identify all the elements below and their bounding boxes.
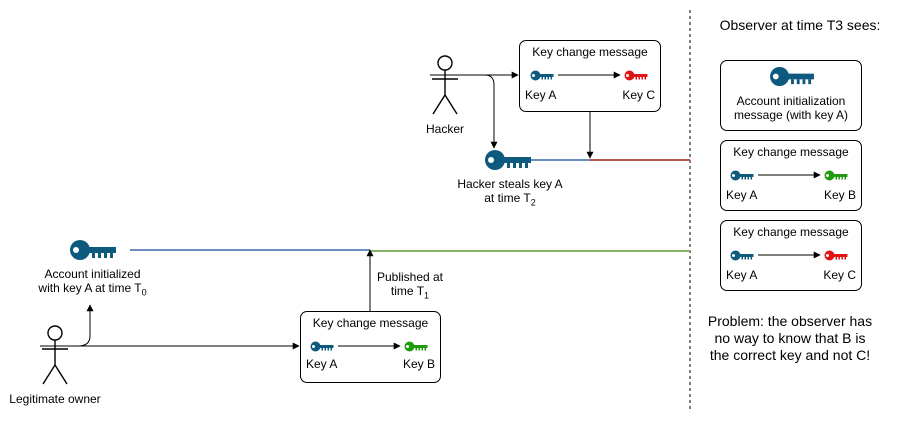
init-line2: message (with key A) (733, 108, 849, 122)
observer-init-box: Account initialization message (with key… (720, 60, 862, 131)
box-title: Key change message (733, 145, 849, 159)
hacker-steals-arrow (484, 74, 498, 149)
account-sub: 0 (141, 287, 147, 298)
key-to-label: Key C (622, 88, 655, 102)
owner-key-change-box: Key change message Key A Key B (300, 311, 441, 383)
published-label: Published at time T1 (372, 270, 448, 302)
key-from-label: Key A (525, 88, 557, 102)
published-line1: Published at (376, 270, 444, 284)
owner-box-contents (310, 341, 428, 352)
observer-msg-box-1: Key change message Key A Key B (720, 140, 862, 211)
hacker-steals-label: Hacker steals key A at time T2 (430, 177, 590, 209)
hacker-figure-icon (431, 55, 459, 115)
init-line1: Account initialization (736, 94, 846, 108)
key-from-label: Key A (726, 268, 758, 282)
hacker-key-change-box: Key change message Key A Key C (519, 40, 661, 112)
key-icon (485, 150, 531, 170)
observer-title: Observer at time T3 sees: (719, 17, 881, 33)
key-to-label: Key C (823, 268, 856, 282)
account-initialized-label: Account initialized with key A at time T… (15, 267, 170, 299)
steals-line2: at time T (484, 191, 531, 205)
observer-box2-contents (730, 250, 848, 261)
box-title: Key change message (532, 45, 648, 59)
owner-label: Legitimate owner (9, 392, 101, 406)
steals-sub: 2 (530, 197, 536, 208)
key-from-label: Key A (726, 188, 758, 202)
box-title: Key change message (733, 225, 849, 239)
steals-line1: Hacker steals key A (457, 177, 563, 191)
key-from-label: Key A (306, 357, 338, 371)
published-sub: 1 (424, 290, 430, 301)
observer-box1-contents (730, 170, 848, 181)
key-icon (70, 240, 116, 260)
problem-statement: Problem: the observer has no way to know… (707, 313, 873, 363)
account-line2: with key A at time T (38, 281, 142, 295)
hacker-label: Hacker (425, 122, 464, 136)
key-to-label: Key B (402, 357, 435, 371)
hacker-box-contents (530, 70, 648, 81)
owner-init-arrow (77, 304, 94, 347)
account-line1: Account initialized (44, 267, 141, 281)
published-line2: time T (390, 284, 425, 298)
init-text: Account initialization message (with key… (721, 94, 861, 122)
observer-msg-box-2: Key change message Key A Key C (720, 220, 862, 291)
key-to-label: Key B (823, 188, 856, 202)
owner-figure-icon (41, 325, 69, 385)
box-title: Key change message (312, 316, 429, 330)
